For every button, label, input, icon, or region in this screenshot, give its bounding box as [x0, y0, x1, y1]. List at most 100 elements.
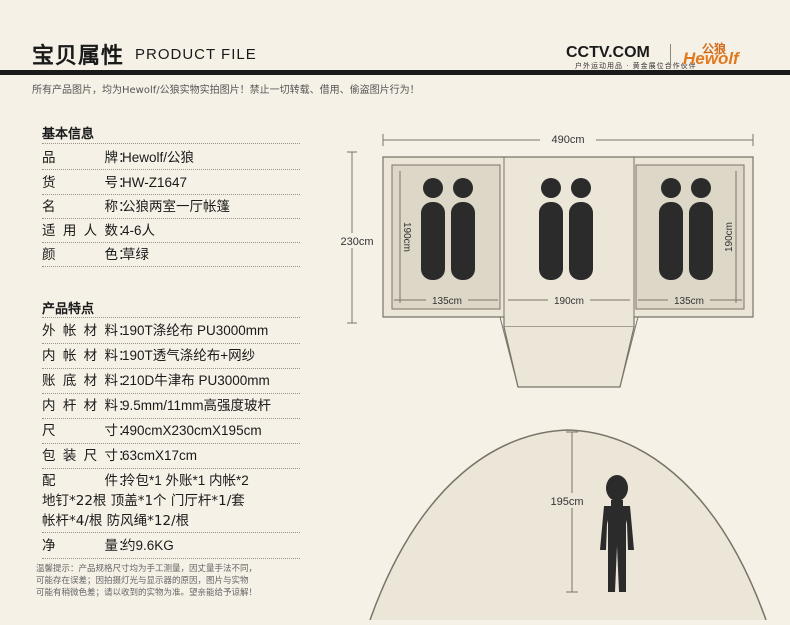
- spec-row-fly: 外帐材料：190T涤纶布 PU3000mm: [42, 323, 269, 339]
- spec-label: 名称: [42, 199, 118, 215]
- width-label: 490cm: [551, 134, 584, 146]
- room-depth-label-right: 190cm: [724, 222, 735, 252]
- spec-value: 拎包*1 外账*1 内帐*2: [122, 473, 249, 488]
- spec-label: 尺寸: [42, 423, 118, 439]
- label-bg: [668, 293, 710, 306]
- depth-label: 230cm: [340, 236, 373, 248]
- divider: [42, 418, 300, 419]
- label-bg: [542, 493, 592, 508]
- spec-label: 内杆材料: [42, 398, 118, 414]
- standing-person-icon: [600, 475, 634, 592]
- divider: [42, 194, 300, 195]
- sleeper-body: [569, 202, 593, 280]
- spec-value: 9.5mm/11mm高强度玻杆: [122, 398, 272, 413]
- sleeper-head: [541, 178, 561, 198]
- spec-row-name: 名称：公狼两室一厅帐篷: [42, 199, 230, 215]
- divider: [42, 558, 300, 559]
- page-title-en: PRODUCT FILE: [135, 46, 257, 63]
- divider: [42, 266, 300, 267]
- vestibule-outline: [503, 326, 635, 388]
- divider: [42, 317, 300, 318]
- copyright-notice: 所有产品图片，均为Hewolf/公狼实物实拍图片！禁止一切转载、借用、偷盗图片行…: [32, 85, 420, 96]
- spec-label: 品牌: [42, 150, 118, 166]
- spec-value: 草绿: [122, 247, 149, 262]
- label-bg: [540, 132, 596, 146]
- warm-tip-line: 可能有稍微色差；请以收到的实物为准。望亲能给予谅解！: [36, 588, 258, 598]
- spec-row-brand: 品牌：Hewolf/公狼: [42, 150, 195, 166]
- spec-value: 490cmX230cmX195cm: [122, 423, 262, 438]
- sleeper-body: [689, 202, 713, 280]
- sleeper-body: [659, 202, 683, 280]
- cctv-logo-subtitle: 户外运动用品 · 黄金展位合作伙伴: [575, 62, 697, 70]
- header-bar: [0, 70, 790, 75]
- cctv-logo: CCTV.COM: [566, 44, 650, 61]
- spec-row-size: 尺寸：490cmX230cmX195cm: [42, 423, 262, 439]
- spec-row-inner: 内帐材料：190T透气涤纶布+网纱: [42, 348, 256, 364]
- parts-line-2: 地钉*22根 顶盖*1个 门厅杆*1/套: [42, 493, 245, 509]
- basic-info-heading: 基本信息: [42, 127, 95, 142]
- spec-value: Hewolf/公狼: [122, 150, 195, 165]
- spec-row-poles: 内杆材料：9.5mm/11mm高强度玻杆: [42, 398, 272, 414]
- spec-row-model: 货号：HW-Z1647: [42, 175, 188, 191]
- spec-value: 63cmX17cm: [122, 448, 198, 463]
- spec-label: 账底材料: [42, 373, 118, 389]
- spec-row-parts: 配件：拎包*1 外账*1 内帐*2: [42, 473, 249, 489]
- height-label: 195cm: [550, 496, 583, 508]
- spec-label: 包装尺寸: [42, 448, 118, 464]
- spec-label: 内帐材料: [42, 348, 118, 364]
- sleeper-body: [451, 202, 475, 280]
- page-title: 宝贝属性: [32, 44, 125, 69]
- divider: [42, 532, 300, 533]
- sleeper-head: [661, 178, 681, 198]
- label-bg: [336, 233, 376, 248]
- tent-floor-plan: 490cm 230cm 190cm 190cm 135cm 190cm 135c…: [336, 132, 754, 388]
- spec-row-package: 包装尺寸：63cmX17cm: [42, 448, 198, 464]
- divider: [42, 143, 300, 144]
- sleeper-group-left: [421, 178, 475, 280]
- logo-divider: [670, 44, 671, 68]
- spec-value: 190T涤纶布 PU3000mm: [122, 323, 269, 338]
- hewolf-logo: Hewolf: [683, 49, 739, 68]
- right-room-width-label: 135cm: [674, 296, 704, 307]
- divider: [42, 218, 300, 219]
- spec-value: 4-6人: [122, 223, 156, 238]
- divider: [42, 468, 300, 469]
- hall-width-label: 190cm: [554, 296, 584, 307]
- divider: [42, 242, 300, 243]
- spec-value: 约9.6KG: [122, 538, 174, 553]
- spec-row-color: 颜色：草绿: [42, 247, 149, 263]
- parts-line-3: 帐杆*4/根 防风绳*12/根: [42, 513, 190, 529]
- sleeper-body: [539, 202, 563, 280]
- vestibule-edge: [619, 316, 639, 388]
- spec-value: HW-Z1647: [122, 175, 188, 190]
- spec-row-weight: 净量：约9.6KG: [42, 538, 174, 554]
- features-heading: 产品特点: [42, 302, 95, 317]
- sleeper-head: [691, 178, 711, 198]
- warm-tip-line: 温馨提示：产品规格尺寸均为手工测量，因丈量手法不同，: [36, 564, 258, 574]
- sleeper-group-center: [539, 178, 593, 280]
- spec-label: 净量: [42, 538, 118, 554]
- divider: [42, 368, 300, 369]
- tent-dome-outline: [369, 429, 767, 620]
- spec-label: 配件: [42, 473, 118, 489]
- spec-value: 210D牛津布 PU3000mm: [122, 373, 270, 388]
- sleeper-head: [453, 178, 473, 198]
- divider: [42, 343, 300, 344]
- divider: [42, 169, 300, 170]
- spec-label: 颜色: [42, 247, 118, 263]
- left-room: [391, 164, 501, 310]
- spec-row-capacity: 适用人数：4-6人: [42, 223, 156, 239]
- spec-label: 适用人数: [42, 223, 118, 239]
- label-bg: [426, 293, 468, 306]
- tent-height-diagram: 195cm: [369, 429, 767, 620]
- spec-value: 190T透气涤纶布+网纱: [122, 348, 256, 363]
- spec-label: 外帐材料: [42, 323, 118, 339]
- spec-value: 公狼两室一厅帐篷: [122, 199, 230, 214]
- sleeper-head: [423, 178, 443, 198]
- left-room-width-label: 135cm: [432, 296, 462, 307]
- hewolf-logo-cn: 公狼: [702, 42, 727, 56]
- divider: [42, 443, 300, 444]
- sleeper-body: [421, 202, 445, 280]
- room-depth-label-left: 190cm: [401, 222, 412, 252]
- spec-label: 货号: [42, 175, 118, 191]
